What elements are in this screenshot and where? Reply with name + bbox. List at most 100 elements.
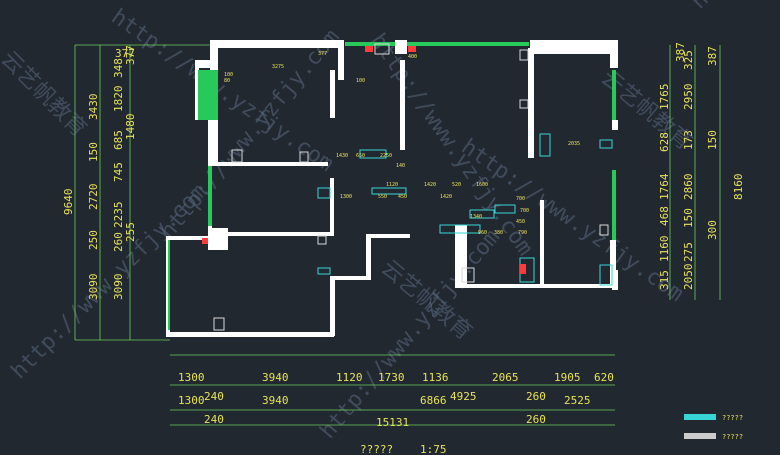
- title-block: ????? 1:75 ????? ?????: [360, 414, 743, 455]
- room-label: 700: [516, 196, 525, 202]
- room-label: 100: [356, 78, 365, 84]
- room-label: 960: [478, 230, 487, 236]
- dim-left-inner: 260: [112, 232, 125, 252]
- dim-bottom-row3: 240: [204, 413, 224, 426]
- dim-bottom-row2: 1300: [178, 394, 205, 407]
- drawing-title: ?????: [360, 443, 393, 455]
- right-dimensions: 1765 628 1764 468 1160 315 325 2950 173 …: [658, 46, 745, 290]
- dim-right-inner: 468: [658, 206, 671, 226]
- dim-left-mid: 250: [87, 230, 100, 250]
- dim-left-inner: 1820: [112, 86, 125, 113]
- dim-bottom-row3: 15131: [376, 416, 409, 429]
- dim-bottom-row1: 2065: [492, 371, 519, 384]
- room-label: 380: [494, 230, 503, 236]
- dim-right-inner: 1160: [658, 236, 671, 263]
- windows: [168, 42, 616, 330]
- dim-left-inner: 685: [112, 130, 125, 150]
- dim-right-inner: 1764: [658, 173, 671, 200]
- dim-right-inner: 1765: [658, 84, 671, 111]
- dim-bottom-row1: 1136: [422, 371, 449, 384]
- room-label: 1430: [336, 153, 348, 159]
- dim-left-mid: 3090: [87, 274, 100, 301]
- dim-bottom-row1: 1730: [378, 371, 405, 384]
- drawing-scale: 1:75: [420, 443, 447, 455]
- room-label: 1340: [470, 214, 482, 220]
- watermark-cn-1: 云艺帆教育: [0, 47, 91, 142]
- bottom-dimensions: 1300 3940 1120 1730 1136 2065 1905 620 1…: [178, 371, 614, 429]
- watermark-url-2: http://www.yzfjy.com: [365, 29, 537, 260]
- room-label: 520: [452, 182, 461, 188]
- dim-right-mid: 275: [682, 242, 695, 262]
- dim-bottom-row2: 4925: [450, 390, 477, 403]
- room-label: 140: [396, 163, 405, 169]
- legend-swatch-1: [684, 414, 716, 420]
- dim-bottom-row2: 240: [204, 390, 224, 403]
- room-label: 650: [356, 153, 365, 159]
- left-dimensions: 9640 3430 150 2720 250 3090 348 1820 685…: [62, 45, 137, 300]
- room-label: 2035: [568, 141, 580, 147]
- watermark-url-5: http://www.yzfjy.com: [687, 0, 780, 14]
- dim-bottom-row1: 1905: [554, 371, 581, 384]
- legend-label-1: ?????: [722, 414, 743, 422]
- dim-left-mid: 2720: [87, 184, 100, 211]
- dim-bottom-row1: 1120: [336, 371, 363, 384]
- fixtures: [202, 43, 613, 331]
- room-label: 450: [516, 219, 525, 225]
- dim-bottom-row2: 6866: [420, 394, 447, 407]
- dim-bottom-row2: 260: [526, 390, 546, 403]
- dim-right-outer: 150: [706, 130, 719, 150]
- dim-left-edge: 1480: [124, 114, 137, 141]
- dim-bottom-row2: 2525: [564, 394, 591, 407]
- dim-left-edge: 255: [124, 222, 137, 242]
- dim-left-inner: 348: [112, 58, 125, 78]
- dim-right-inner: 628: [658, 132, 671, 152]
- dim-bottom-row1: 3940: [262, 371, 289, 384]
- dim-right-outer: 300: [706, 220, 719, 240]
- dim-bottom-row1: 1300: [178, 371, 205, 384]
- dim-right-mid: 2050: [682, 264, 695, 291]
- dim-left-mid: 150: [87, 142, 100, 162]
- dim-left-edge: 377: [124, 45, 137, 65]
- dim-left-inner: 2235: [112, 202, 125, 229]
- dim-right-mid: 2950: [682, 84, 695, 111]
- room-label: 400: [408, 54, 417, 60]
- room-label: 3275: [272, 64, 284, 70]
- dim-bottom-row1: 620: [594, 371, 614, 384]
- room-label: 1600: [476, 182, 488, 188]
- dim-right-mid: 173: [682, 130, 695, 150]
- dimension-lines: [74, 44, 721, 426]
- dim-top-left: 377: [115, 47, 135, 60]
- legend-label-2: ?????: [722, 433, 743, 441]
- dim-right-total: 8160: [732, 174, 745, 201]
- room-label: 1120: [386, 182, 398, 188]
- room-label: 1420: [440, 194, 452, 200]
- dim-left-mid: 3430: [87, 94, 100, 121]
- room-label: 700: [520, 208, 529, 214]
- dim-left-inner: 3090: [112, 274, 125, 301]
- room-label: 377: [318, 51, 327, 57]
- dim-right-mid: 2860: [682, 174, 695, 201]
- dim-bottom-row3: 260: [526, 413, 546, 426]
- dim-right-mid: 150: [682, 208, 695, 228]
- room-label: 1420: [424, 182, 436, 188]
- dim-top-right: 387: [674, 42, 687, 62]
- walls: [166, 40, 618, 337]
- room-label: 80: [224, 78, 230, 84]
- dim-right-inner: 315: [658, 270, 671, 290]
- dim-left-inner: 745: [112, 162, 125, 182]
- room-label: 1300: [340, 194, 352, 200]
- dim-right-outer: 387: [706, 46, 719, 66]
- room-label: 790: [518, 230, 527, 236]
- watermark-url-6: http://www.yzfjy.com: [7, 179, 212, 384]
- top-dimensions: 377 387: [115, 42, 687, 62]
- dim-left-outer: 9640: [62, 189, 75, 216]
- legend-swatch-2: [684, 433, 716, 439]
- watermark-url-7: http://www.yzfjy.com: [315, 225, 504, 444]
- dim-bottom-row2: 3940: [262, 394, 289, 407]
- room-label: 100: [224, 72, 233, 78]
- room-label: 450: [398, 194, 407, 200]
- dim-right-mid: 325: [682, 50, 695, 70]
- room-label: 550: [378, 194, 387, 200]
